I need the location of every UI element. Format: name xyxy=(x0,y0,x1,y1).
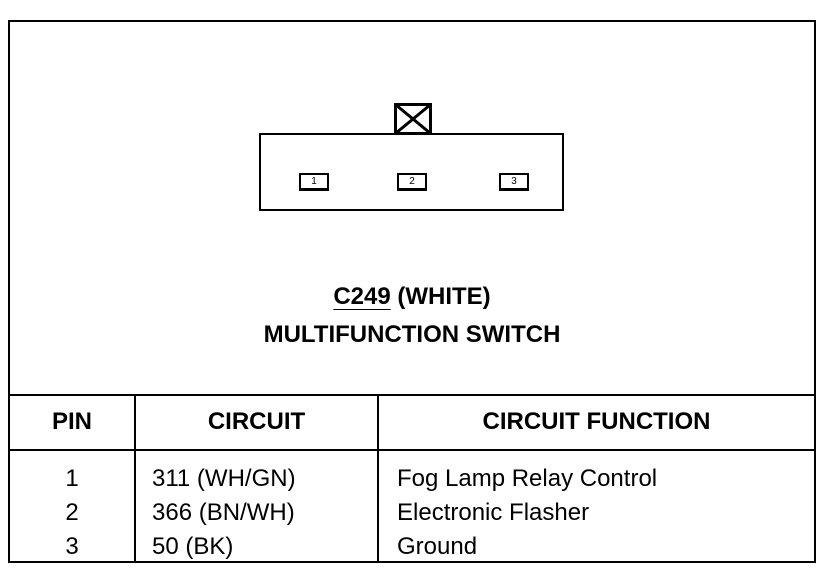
pinout-table: PIN CIRCUIT CIRCUIT FUNCTION 1 311 (WH/G… xyxy=(10,396,814,561)
connector-diagram-area: 1 2 3 C249 (WHITE) MULTIFUNCTION SWITCH xyxy=(10,22,814,396)
row-circuit: 311 (WH/GN) xyxy=(152,465,296,492)
pin-cavity-3: 3 xyxy=(499,173,529,191)
connector-color: (WHITE) xyxy=(397,283,491,310)
pin-cavity-label: 1 xyxy=(311,176,317,187)
connector-title: C249 (WHITE) xyxy=(10,283,814,311)
pin-cavity-label: 2 xyxy=(409,176,415,187)
column-divider xyxy=(134,396,136,561)
header-pin: PIN xyxy=(51,408,92,435)
row-pin: 2 xyxy=(65,499,79,526)
column-divider xyxy=(377,396,379,561)
pin-cavity-1: 1 xyxy=(299,173,329,191)
header-circuit: CIRCUIT xyxy=(207,408,306,435)
header-divider xyxy=(10,449,814,451)
connector-chart-frame: 1 2 3 C249 (WHITE) MULTIFUNCTION SWITCH … xyxy=(8,20,816,563)
row-function: Fog Lamp Relay Control xyxy=(397,465,658,492)
pin-cavity-2: 2 xyxy=(397,173,427,191)
row-pin: 1 xyxy=(65,465,79,492)
row-pin: 3 xyxy=(65,533,79,560)
row-function: Electronic Flasher xyxy=(397,499,590,526)
connector-id: C249 xyxy=(333,283,391,310)
row-circuit: 50 (BK) xyxy=(152,533,234,560)
pin-cavity-label: 3 xyxy=(511,176,517,187)
header-circuit-function: CIRCUIT FUNCTION xyxy=(482,408,711,435)
row-circuit: 366 (BN/WH) xyxy=(152,499,295,526)
row-function: Ground xyxy=(397,533,478,560)
component-name: MULTIFUNCTION SWITCH xyxy=(263,321,561,348)
connector-lock-tab-icon xyxy=(394,103,432,135)
connector-body: 1 2 3 xyxy=(259,133,564,211)
